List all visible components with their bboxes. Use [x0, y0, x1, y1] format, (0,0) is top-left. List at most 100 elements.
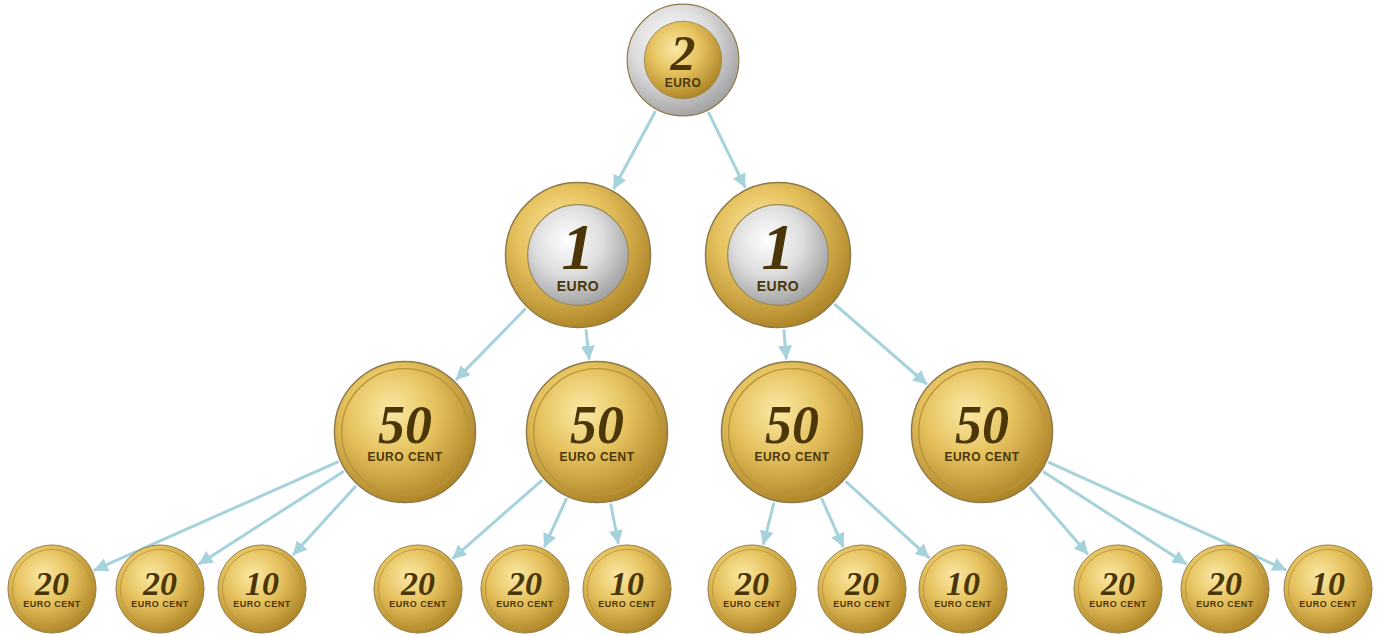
arrow-connector	[822, 500, 843, 546]
coin-node: 1EURO	[504, 181, 652, 329]
coin-rim	[505, 182, 650, 327]
coin-rim	[116, 545, 204, 633]
coin-edge-ring	[1185, 549, 1264, 628]
coin-core	[728, 205, 829, 306]
coin-rim	[583, 545, 671, 633]
coin-core	[644, 21, 722, 99]
coin-node: 10EURO CENT	[1283, 544, 1373, 634]
coin-rim	[526, 361, 667, 502]
coin-text-holder: 1EURO	[504, 181, 652, 329]
coin-text-holder: 10EURO CENT	[1283, 544, 1373, 634]
coin-node: 10EURO CENT	[582, 544, 672, 634]
coin-node: 20EURO CENT	[480, 544, 570, 634]
coin-edge-ring	[485, 549, 564, 628]
coin-value: 20	[401, 568, 435, 600]
coin-edge-ring	[923, 549, 1002, 628]
coin-text-holder: 10EURO CENT	[918, 544, 1008, 634]
coin-value: 20	[845, 568, 879, 600]
coin-unit: EURO CENT	[944, 451, 1019, 464]
coin-text-holder: 50EURO CENT	[720, 360, 864, 504]
coin-edge-ring	[120, 549, 199, 628]
coin-text-holder: 50EURO CENT	[525, 360, 669, 504]
coin-unit: EURO CENT	[367, 451, 442, 464]
coin-rim	[8, 545, 96, 633]
coin-value: 50	[955, 400, 1009, 451]
coin-text-holder: 20EURO CENT	[707, 544, 797, 634]
arrow-connector	[586, 331, 589, 359]
coin-value: 50	[570, 400, 624, 451]
coin-text-holder: 50EURO CENT	[910, 360, 1054, 504]
coin-unit: EURO CENT	[1089, 600, 1147, 610]
coin-node: 1EURO	[704, 181, 852, 329]
coin-unit: EURO CENT	[934, 600, 992, 610]
coin-value: 1	[762, 216, 795, 279]
coin-node: 20EURO CENT	[707, 544, 797, 634]
coin-value: 10	[946, 568, 980, 600]
coin-node: 50EURO CENT	[525, 360, 669, 504]
coin-node: 50EURO CENT	[333, 360, 477, 504]
coin-edge-ring	[1078, 549, 1157, 628]
coin-node: 10EURO CENT	[217, 544, 307, 634]
coin-rim	[334, 361, 475, 502]
coin-unit: EURO CENT	[389, 600, 447, 610]
coin-rim	[218, 545, 306, 633]
coin-unit: EURO CENT	[233, 600, 291, 610]
coin-node: 20EURO CENT	[115, 544, 205, 634]
coin-value: 50	[378, 400, 432, 451]
coin-edge-ring	[12, 549, 91, 628]
coin-edge-ring	[919, 369, 1046, 496]
coin-text-holder: 50EURO CENT	[333, 360, 477, 504]
arrow-connector	[545, 499, 567, 546]
coin-text-holder: 1EURO	[704, 181, 852, 329]
coin-rim	[481, 545, 569, 633]
coin-unit: EURO CENT	[833, 600, 891, 610]
coin-text-holder: 10EURO CENT	[217, 544, 307, 634]
coin-core	[528, 205, 629, 306]
coin-edge-ring	[378, 549, 457, 628]
coin-value: 2	[671, 30, 696, 78]
coin-rim	[911, 361, 1052, 502]
coin-edge-ring	[587, 549, 666, 628]
coin-rim	[919, 545, 1007, 633]
coin-node: 10EURO CENT	[918, 544, 1008, 634]
coin-node: 2EURO	[626, 3, 740, 117]
arrow-connector	[835, 305, 926, 384]
arrow-connector	[1030, 488, 1087, 554]
coin-value: 20	[508, 568, 542, 600]
coin-unit: EURO CENT	[496, 600, 554, 610]
arrow-connector	[294, 487, 356, 555]
coin-rim	[721, 361, 862, 502]
coin-node: 20EURO CENT	[7, 544, 97, 634]
coin-unit: EURO CENT	[23, 600, 81, 610]
arrow-connector	[614, 112, 655, 188]
coin-value: 20	[1101, 568, 1135, 600]
coin-rim	[705, 182, 850, 327]
coin-text-holder: 2EURO	[626, 3, 740, 117]
coin-text-holder: 10EURO CENT	[582, 544, 672, 634]
coin-text-holder: 20EURO CENT	[1180, 544, 1270, 634]
coin-rim	[1181, 545, 1269, 633]
coin-value: 20	[143, 568, 177, 600]
coin-unit: EURO CENT	[559, 451, 634, 464]
coin-edge-ring	[712, 549, 791, 628]
coin-node: 50EURO CENT	[910, 360, 1054, 504]
coin-rim	[818, 545, 906, 633]
coin-text-holder: 20EURO CENT	[115, 544, 205, 634]
arrow-connector	[457, 309, 525, 379]
coin-node: 20EURO CENT	[373, 544, 463, 634]
coin-unit: EURO CENT	[754, 451, 829, 464]
coin-unit: EURO CENT	[1299, 600, 1357, 610]
coin-unit: EURO CENT	[131, 600, 189, 610]
coin-node: 20EURO CENT	[1180, 544, 1270, 634]
coin-edge-ring	[342, 369, 469, 496]
coin-rim	[374, 545, 462, 633]
coin-edge-ring	[222, 549, 301, 628]
coin-value: 20	[35, 568, 69, 600]
coin-unit: EURO CENT	[1196, 600, 1254, 610]
coin-text-holder: 20EURO CENT	[373, 544, 463, 634]
coin-value: 50	[765, 400, 819, 451]
arrow-connector	[764, 504, 774, 544]
coin-value: 1	[562, 216, 595, 279]
arrow-connector	[784, 331, 786, 358]
